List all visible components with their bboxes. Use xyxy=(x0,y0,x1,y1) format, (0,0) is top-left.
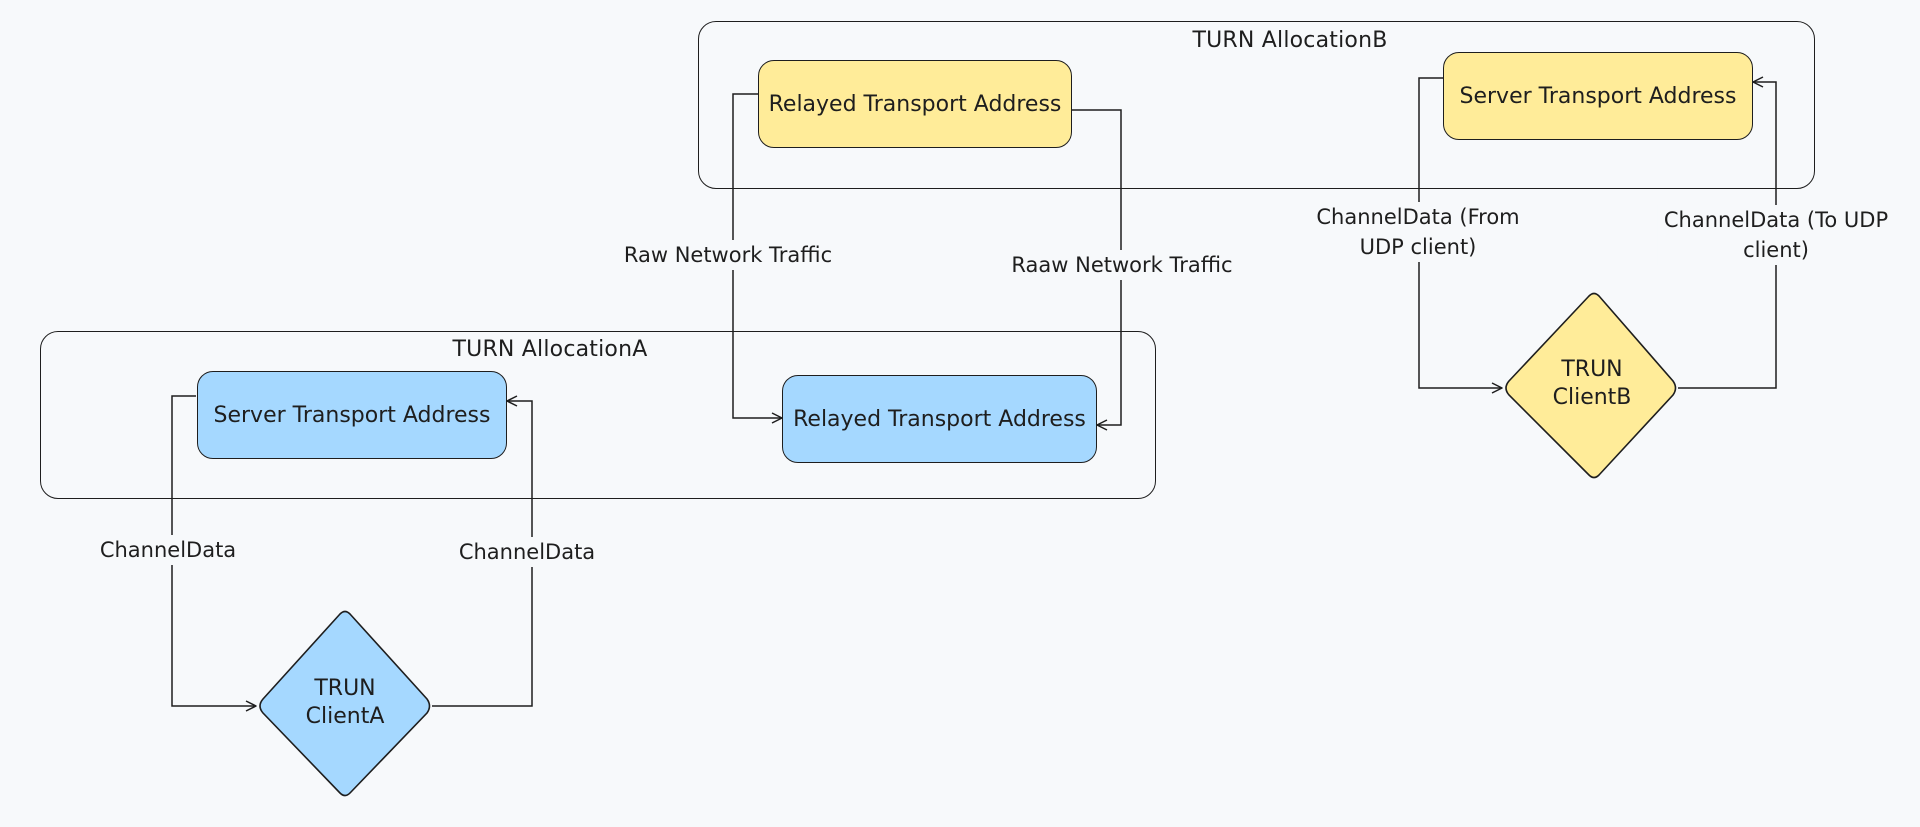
client-b-label-line2: ClientB xyxy=(1552,385,1632,410)
edge-label-channel-a-right: ChannelData xyxy=(452,537,602,567)
turn-allocation-a-group xyxy=(40,331,1156,499)
relayed-transport-address-a[interactable]: Relayed Transport Address xyxy=(782,375,1097,463)
edge-label-channel-a-left: ChannelData xyxy=(93,535,243,565)
edge-label-raw-right: Raaw Network Traffic xyxy=(1005,250,1239,280)
client-b-label-line1: TRUN xyxy=(1561,357,1623,382)
server-transport-address-b-label: Server Transport Address xyxy=(1459,83,1737,109)
client-b-label[interactable]: TRUN ClientB xyxy=(1553,356,1632,412)
client-a-label-line1: TRUN xyxy=(314,676,376,701)
server-transport-address-a[interactable]: Server Transport Address xyxy=(197,371,507,459)
client-a-diamond xyxy=(259,610,431,797)
turn-allocation-b-group xyxy=(698,21,1815,189)
edge-label-raw-left: Raw Network Traffic xyxy=(617,240,839,270)
relayed-transport-address-b-label: Relayed Transport Address xyxy=(768,91,1062,117)
relayed-transport-address-a-label: Relayed Transport Address xyxy=(793,406,1086,432)
turn-allocation-a-title: TURN AllocationA xyxy=(452,337,648,362)
client-b-diamond xyxy=(1505,292,1677,479)
server-transport-address-a-label: Server Transport Address xyxy=(213,402,491,428)
client-a-label-line2: ClientA xyxy=(305,704,385,729)
edge-label-channel-to-b: ChannelData (To UDP client) xyxy=(1657,205,1895,265)
edge-label-channel-from-b: ChannelData (From UDP client) xyxy=(1310,202,1526,262)
relayed-transport-address-b[interactable]: Relayed Transport Address xyxy=(758,60,1072,148)
client-a-label[interactable]: TRUN ClientA xyxy=(306,675,385,731)
server-transport-address-b[interactable]: Server Transport Address xyxy=(1443,52,1753,140)
turn-allocation-b-title: TURN AllocationB xyxy=(1192,28,1388,53)
